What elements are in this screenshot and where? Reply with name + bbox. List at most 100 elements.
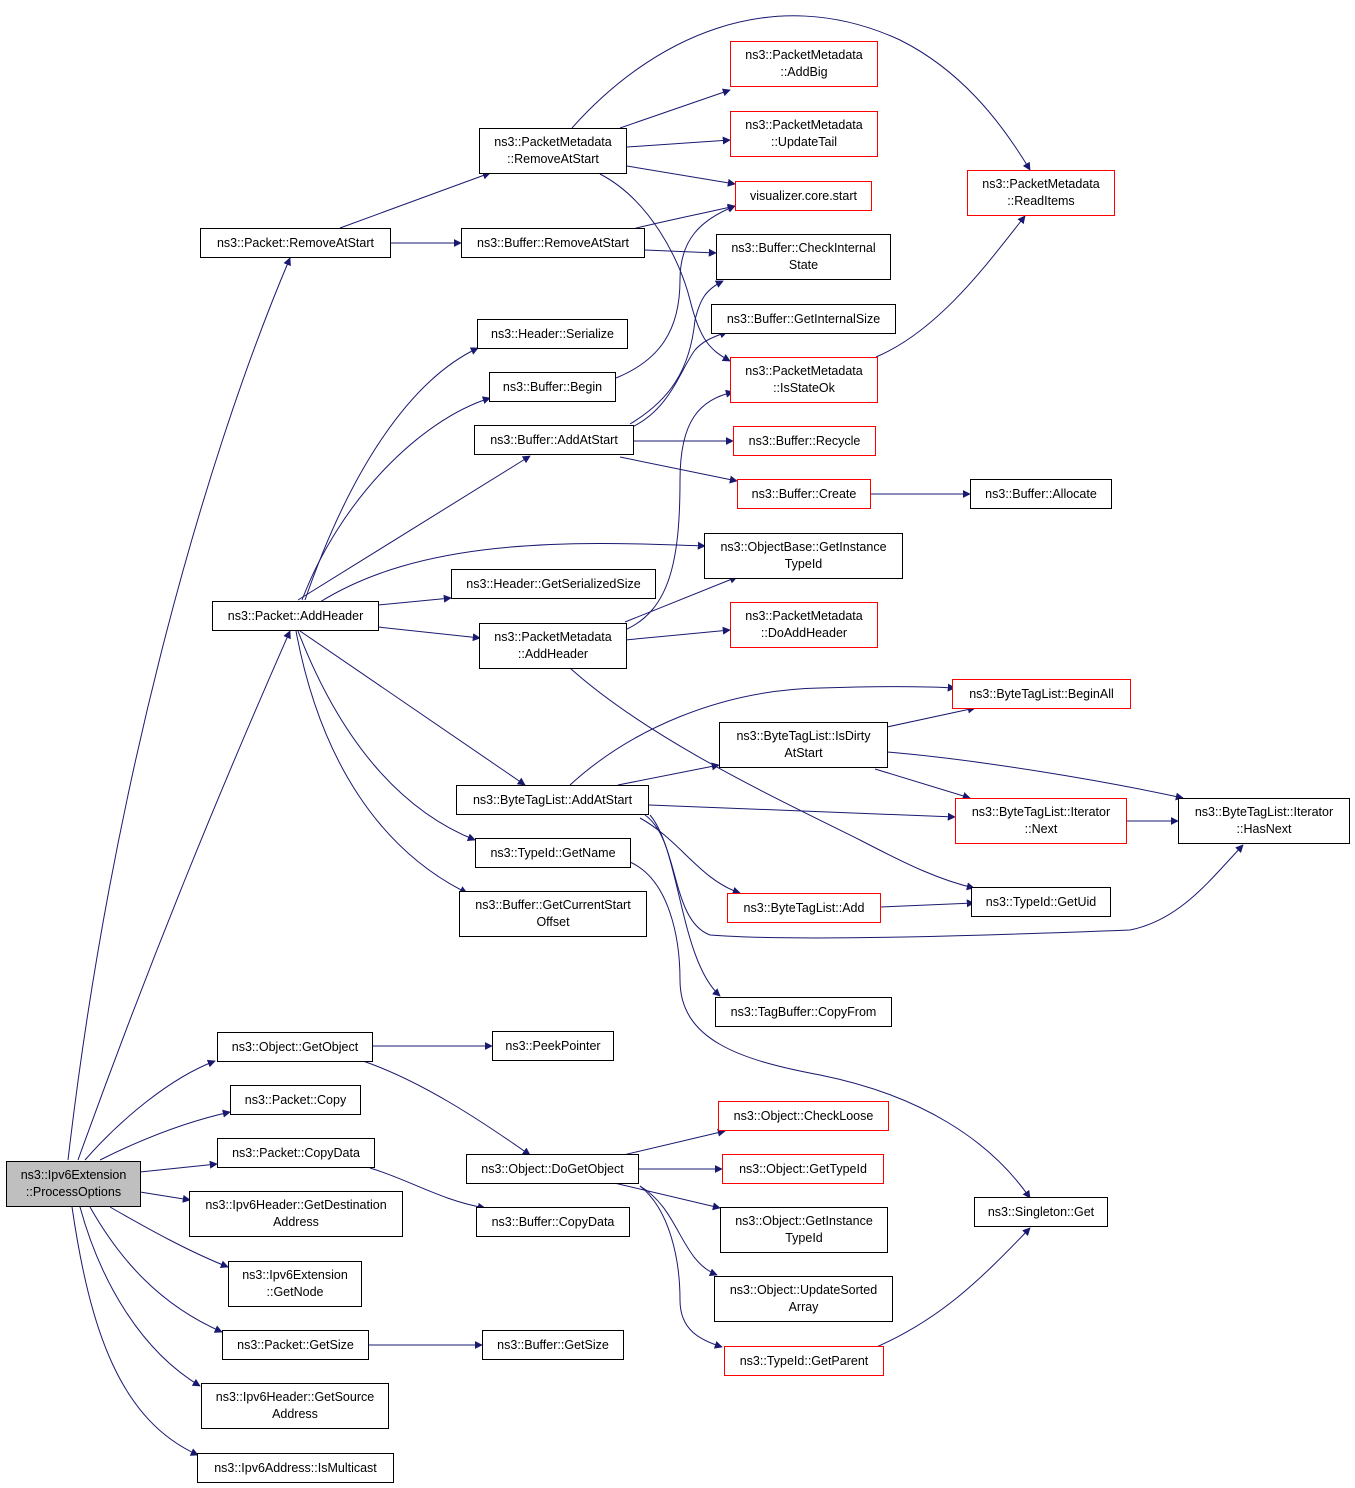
node-ipv6extension-processoptions: ns3::Ipv6Extension ::ProcessOptions bbox=[6, 1161, 141, 1207]
node-buffer-copydata[interactable]: ns3::Buffer::CopyData bbox=[476, 1207, 630, 1237]
node-buffer-allocate[interactable]: ns3::Buffer::Allocate bbox=[970, 479, 1112, 509]
edge-bytetaglist-add-typeid-getuid bbox=[879, 899, 975, 908]
edge-packet-addheader-pm-addheader bbox=[377, 626, 481, 642]
edge-buffer-addatstart-buffer-getinternalsize bbox=[629, 330, 728, 429]
node-buffer-getsize[interactable]: ns3::Buffer::GetSize bbox=[482, 1330, 624, 1360]
edge-typeid-getname-singleton-get bbox=[629, 861, 1031, 1199]
edge-processoptions-ipv6address-ismulticast bbox=[71, 1206, 199, 1456]
node-bytetaglist-addatstart[interactable]: ns3::ByteTagList::AddAtStart bbox=[456, 785, 649, 815]
node-object-checkloose[interactable]: ns3::Object::CheckLoose bbox=[718, 1101, 889, 1131]
edge-packet-addheader-header-getserializedsize bbox=[377, 594, 452, 606]
node-peekpointer[interactable]: ns3::PeekPointer bbox=[492, 1031, 614, 1061]
edge-dogetobject-getinstancetypeid bbox=[609, 1181, 721, 1211]
edge-packet-copydata-buffer-copydata bbox=[369, 1167, 486, 1211]
edge-pm-addheader-pm-dopaddheader bbox=[624, 626, 731, 641]
edge-pm-addheader-typeid-getuid bbox=[569, 667, 975, 891]
edge-buffer-addatstart-buffer-create bbox=[619, 456, 738, 484]
edge-bytetaglist-addatstart-iterator-next bbox=[648, 804, 956, 821]
node-packetmetadata-isstateok[interactable]: ns3::PacketMetadata ::IsStateOk bbox=[730, 357, 878, 403]
edge-packet-addheader-buffer-getcurrentstartoffset bbox=[295, 630, 468, 894]
node-ipv6header-getsourceaddress[interactable]: ns3::Ipv6Header::GetSource Address bbox=[201, 1383, 389, 1429]
node-typeid-getname[interactable]: ns3::TypeId::GetName bbox=[475, 838, 631, 868]
edge-packet-addheader-buffer-begin bbox=[301, 396, 491, 601]
edge-packet-removeatstart-pm-removeatstart bbox=[339, 171, 491, 229]
node-packet-copy[interactable]: ns3::Packet::Copy bbox=[230, 1085, 361, 1115]
edge-dogetobject-checkloose bbox=[614, 1128, 726, 1158]
node-packet-getsize[interactable]: ns3::Packet::GetSize bbox=[222, 1330, 369, 1360]
edge-isdirtyatstart-iterator-hasnext bbox=[886, 751, 1184, 801]
node-buffer-getinternalsize[interactable]: ns3::Buffer::GetInternalSize bbox=[711, 304, 896, 334]
edge-processoptions-packet-removeatstart bbox=[67, 257, 291, 1161]
edge-packet-addheader-typeid-getname bbox=[297, 630, 476, 842]
node-ipv6extension-getnode[interactable]: ns3::Ipv6Extension ::GetNode bbox=[228, 1261, 362, 1307]
node-buffer-addatstart[interactable]: ns3::Buffer::AddAtStart bbox=[474, 425, 634, 455]
node-buffer-recycle[interactable]: ns3::Buffer::Recycle bbox=[733, 426, 876, 456]
node-buffer-removeatstart[interactable]: ns3::Buffer::RemoveAtStart bbox=[461, 228, 645, 258]
node-header-getserializedsize[interactable]: ns3::Header::GetSerializedSize bbox=[451, 569, 656, 599]
edge-object-getobject-object-dogetobject bbox=[359, 1059, 531, 1156]
edge-packet-addheader-bytetaglist-addatstart bbox=[299, 630, 526, 786]
edge-typeid-getparent-singleton-get bbox=[871, 1227, 1031, 1350]
edge-processoptions-ipv6extension-getnode bbox=[109, 1206, 229, 1269]
node-singleton-get[interactable]: ns3::Singleton::Get bbox=[974, 1197, 1108, 1227]
node-tagbuffer-copyfrom[interactable]: ns3::TagBuffer::CopyFrom bbox=[715, 997, 892, 1027]
edge-dogetobject-updatesortedarray bbox=[639, 1185, 718, 1276]
edge-bytetaglist-addatstart-bytetaglist-add bbox=[639, 817, 741, 895]
edge-pm-removeatstart-visualizer-start bbox=[626, 165, 736, 187]
node-visualizer-core-start[interactable]: visualizer.core.start bbox=[735, 181, 872, 211]
edge-processoptions-packet-copydata bbox=[139, 1160, 218, 1173]
node-header-serialize[interactable]: ns3::Header::Serialize bbox=[477, 319, 628, 349]
node-bytetaglist-iterator-next[interactable]: ns3::ByteTagList::Iterator ::Next bbox=[955, 798, 1127, 844]
edge-processoptions-ipv6header-getsource bbox=[79, 1206, 201, 1387]
node-packetmetadata-removeatstart[interactable]: ns3::PacketMetadata ::RemoveAtStart bbox=[479, 128, 627, 174]
edge-pm-removeatstart-pm-isstateok bbox=[599, 173, 731, 362]
node-buffer-getcurrentstartoffset[interactable]: ns3::Buffer::GetCurrentStart Offset bbox=[459, 891, 647, 937]
edge-bytetaglist-addatstart-iterator-hasnext bbox=[644, 814, 1244, 939]
node-packetmetadata-addheader[interactable]: ns3::PacketMetadata ::AddHeader bbox=[479, 623, 627, 669]
node-buffer-begin[interactable]: ns3::Buffer::Begin bbox=[489, 372, 616, 402]
edge-pm-removeatstart-pm-updatetail bbox=[626, 136, 731, 148]
edge-bytetaglist-addatstart-isdirtyatstart bbox=[617, 762, 720, 786]
node-bytetaglist-iterator-hasnext[interactable]: ns3::ByteTagList::Iterator ::HasNext bbox=[1178, 798, 1350, 844]
node-packetmetadata-readitems[interactable]: ns3::PacketMetadata ::ReadItems bbox=[967, 170, 1115, 216]
edge-isdirtyatstart-beginall bbox=[886, 705, 976, 728]
node-object-gettypeid[interactable]: ns3::Object::GetTypeId bbox=[722, 1154, 884, 1184]
node-typeid-getparent[interactable]: ns3::TypeId::GetParent bbox=[724, 1346, 884, 1376]
edge-processoptions-packet-copy bbox=[99, 1109, 231, 1161]
edge-buffer-addatstart-buffer-checkinternalstate bbox=[629, 280, 724, 425]
edge-processoptions-object-getobject bbox=[84, 1059, 216, 1161]
node-object-updatesortedarray[interactable]: ns3::Object::UpdateSorted Array bbox=[714, 1276, 893, 1322]
edge-packet-addheader-buffer-addatstart bbox=[297, 455, 531, 601]
node-packet-addheader[interactable]: ns3::Packet::AddHeader bbox=[212, 601, 379, 631]
edge-pm-addheader-pm-isstateok bbox=[624, 389, 734, 631]
edge-processoptions-packet-addheader bbox=[77, 630, 291, 1161]
edge-processoptions-ipv6header-getdestination bbox=[139, 1191, 191, 1203]
node-buffer-checkinternalstate[interactable]: ns3::Buffer::CheckInternal State bbox=[716, 234, 891, 280]
edge-dogetobject-typeid-getparent bbox=[639, 1185, 723, 1349]
node-buffer-create[interactable]: ns3::Buffer::Create bbox=[737, 479, 871, 509]
node-ipv6header-getdestinationaddress[interactable]: ns3::Ipv6Header::GetDestination Address bbox=[189, 1191, 403, 1237]
node-packetmetadata-doaddheader[interactable]: ns3::PacketMetadata ::DoAddHeader bbox=[730, 602, 878, 648]
node-object-getobject[interactable]: ns3::Object::GetObject bbox=[217, 1032, 373, 1062]
edge-packet-addheader-objectbase-getinstancetypeid bbox=[319, 541, 706, 603]
node-bytetaglist-isdirtyatstart[interactable]: ns3::ByteTagList::IsDirty AtStart bbox=[719, 722, 888, 768]
node-object-getinstancetypeid[interactable]: ns3::Object::GetInstance TypeId bbox=[720, 1207, 888, 1253]
edge-isdirtyatstart-iterator-next bbox=[874, 768, 971, 800]
edge-pm-removeatstart-pm-readitems bbox=[571, 15, 1031, 171]
node-typeid-getuid[interactable]: ns3::TypeId::GetUid bbox=[971, 887, 1111, 917]
node-packetmetadata-updatetail[interactable]: ns3::PacketMetadata ::UpdateTail bbox=[730, 111, 878, 157]
node-objectbase-getinstancetypeid[interactable]: ns3::ObjectBase::GetInstance TypeId bbox=[704, 533, 903, 579]
node-object-dogetobject[interactable]: ns3::Object::DoGetObject bbox=[466, 1154, 639, 1184]
edge-pm-addheader-objectbase-getinstancetypeid bbox=[624, 575, 738, 623]
edge-buffer-removeatstart-buffer-checkinternalstate bbox=[644, 248, 717, 257]
node-packetmetadata-addbig[interactable]: ns3::PacketMetadata ::AddBig bbox=[730, 41, 878, 87]
edge-bytetaglist-addatstart-beginall bbox=[569, 683, 956, 786]
node-bytetaglist-beginall[interactable]: ns3::ByteTagList::BeginAll bbox=[952, 679, 1131, 709]
edge-processoptions-packet-getsize bbox=[89, 1206, 223, 1333]
node-bytetaglist-add[interactable]: ns3::ByteTagList::Add bbox=[727, 893, 881, 923]
node-ipv6address-ismulticast[interactable]: ns3::Ipv6Address::IsMulticast bbox=[197, 1453, 394, 1483]
edge-packet-addheader-header-serialize bbox=[304, 347, 479, 601]
node-packet-copydata[interactable]: ns3::Packet::CopyData bbox=[217, 1138, 375, 1168]
node-packet-removeatstart[interactable]: ns3::Packet::RemoveAtStart bbox=[200, 228, 391, 258]
